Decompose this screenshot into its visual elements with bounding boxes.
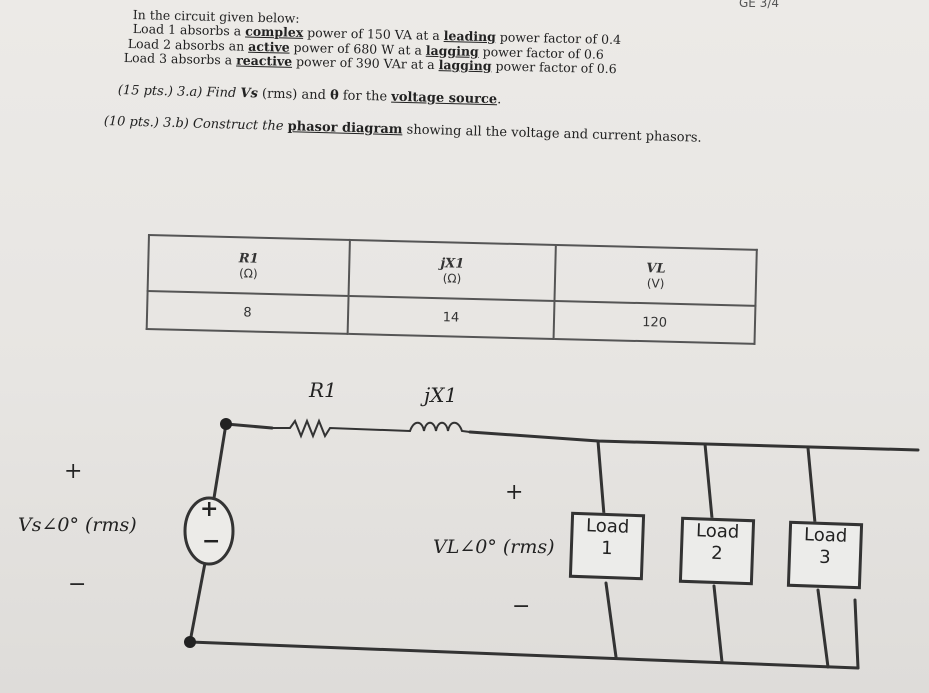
wire-top-left bbox=[224, 422, 274, 430]
voltage-source-symbol bbox=[183, 496, 235, 566]
source-symbol-plus: + bbox=[200, 496, 219, 522]
wire-source-left bbox=[212, 422, 228, 500]
jx1-label: jX1 bbox=[424, 383, 458, 407]
page-number-corner: GE 3/4 bbox=[738, 0, 779, 10]
load-1-box: Load 1 bbox=[568, 511, 646, 581]
source-minus-sign: − bbox=[68, 572, 87, 597]
source-symbol-minus: − bbox=[202, 528, 221, 554]
source-voltage-label: Vs∠0° (rms) bbox=[18, 514, 137, 536]
resistor-r1-symbol bbox=[271, 418, 411, 439]
node-bottom bbox=[184, 636, 196, 648]
source-plus-sign: + bbox=[64, 459, 83, 484]
vl-minus-sign: − bbox=[512, 594, 531, 619]
wire-load1 bbox=[596, 439, 618, 659]
r1-label: R1 bbox=[309, 378, 337, 402]
node-top bbox=[220, 418, 232, 430]
wire-right-edge bbox=[853, 598, 860, 670]
wire-top-right bbox=[468, 430, 920, 452]
wire-load2 bbox=[703, 442, 724, 664]
vl-plus-sign: + bbox=[505, 480, 524, 505]
wire-load3 bbox=[806, 446, 830, 669]
load-3-box: Load 3 bbox=[786, 520, 864, 590]
wire-source-bottom bbox=[188, 561, 207, 644]
load-2-box: Load 2 bbox=[678, 516, 756, 586]
vl-voltage-label: VL∠0° (rms) bbox=[433, 536, 555, 558]
inductor-jx1-symbol bbox=[409, 421, 471, 433]
wire-bottom bbox=[188, 640, 860, 670]
